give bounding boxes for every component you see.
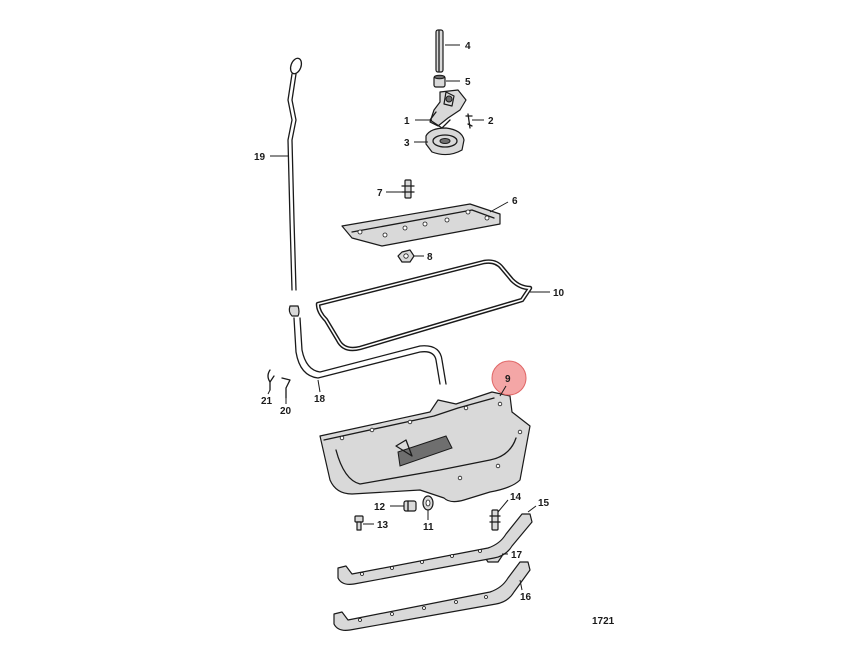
- callout-16[interactable]: 16: [520, 592, 532, 603]
- part-16-gasket-strip: [333, 561, 531, 631]
- callout-3[interactable]: 3: [404, 138, 410, 149]
- callout-6[interactable]: 6: [512, 196, 518, 207]
- part-10-pan-gasket: [315, 259, 533, 352]
- part-8-nut: [397, 249, 415, 263]
- part-19-dipstick: [287, 57, 303, 291]
- callout-20[interactable]: 20: [280, 406, 292, 417]
- part-11-washer: [422, 495, 434, 511]
- callout-19[interactable]: 19: [254, 152, 266, 163]
- part-4-shaft: [435, 29, 444, 73]
- part-15-gasket-strip: [337, 513, 533, 585]
- callout-12[interactable]: 12: [374, 502, 386, 513]
- callout-18[interactable]: 18: [314, 394, 326, 405]
- part-9-oil-pan: [319, 391, 531, 503]
- callout-4[interactable]: 4: [465, 41, 471, 52]
- part-12-drain-plug: [403, 500, 417, 512]
- callout-13[interactable]: 13: [377, 520, 389, 531]
- callout-9-highlight[interactable]: [491, 360, 527, 396]
- callout-9[interactable]: 9: [505, 374, 511, 385]
- callout-labels: 4 5 1 2 3 7 6 8 10 9 11 12 13 14 15 16 1…: [254, 41, 565, 603]
- part-13-bolt: [354, 515, 364, 531]
- callout-10[interactable]: 10: [553, 288, 565, 299]
- callout-14[interactable]: 14: [510, 492, 522, 503]
- callout-17[interactable]: 17: [511, 550, 523, 561]
- figure-number: 1721: [592, 616, 615, 627]
- part-7-stud: [401, 179, 415, 199]
- part-20-bracket: [281, 377, 291, 399]
- callout-11[interactable]: 11: [423, 522, 434, 533]
- part-2-clip: [465, 113, 473, 129]
- callout-21[interactable]: 21: [261, 396, 273, 407]
- part-6-baffle: [341, 203, 501, 247]
- part-21-clip: [267, 369, 275, 391]
- callout-7[interactable]: 7: [377, 188, 383, 199]
- callout-1[interactable]: 1: [404, 116, 410, 127]
- callout-15[interactable]: 15: [538, 498, 550, 509]
- callout-8[interactable]: 8: [427, 252, 433, 263]
- part-3-pickup-screen: [425, 127, 465, 156]
- part-18-dipstick-tube: [288, 305, 447, 385]
- part-1-oil-pump: [429, 89, 467, 129]
- callout-2[interactable]: 2: [488, 116, 494, 127]
- part-14-stud: [489, 509, 501, 531]
- callout-5[interactable]: 5: [465, 77, 471, 88]
- part-5-bushing: [433, 74, 446, 88]
- leader-lines: [267, 44, 550, 591]
